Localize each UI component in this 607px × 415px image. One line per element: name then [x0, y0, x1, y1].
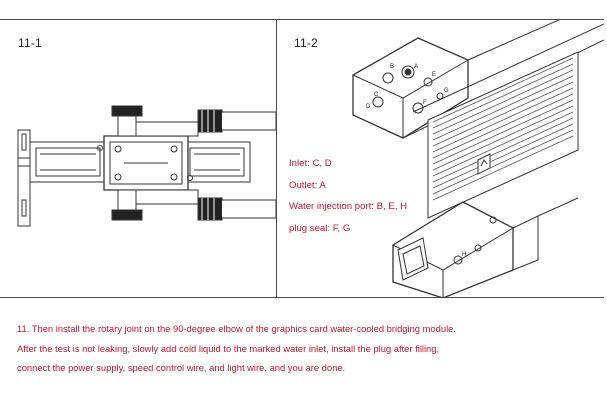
installation-instructions: 11. Then install the rotary joint on the…: [17, 319, 456, 378]
panel-label-11-1: 11-1: [18, 36, 42, 50]
port-letter-g: G: [444, 88, 449, 94]
instruction-line-3: connect the power supply, speed control …: [17, 362, 346, 374]
port-letter-a: A: [414, 64, 418, 70]
panel-label-11-2: 11-2: [294, 36, 318, 50]
diagram-rotary-joint-install: [17, 105, 276, 227]
legend-inlet: Inlet: C, D: [289, 158, 332, 169]
panel-divider: [276, 19, 278, 298]
port-letter-e: E: [432, 72, 436, 78]
port-letter-h: H: [462, 252, 466, 258]
legend-plug-seal: plug seal: F, G: [289, 222, 351, 234]
legend-outlet: Outlet: A: [289, 179, 326, 191]
instruction-line-2: After the test is not leaking, slowly ad…: [17, 342, 440, 354]
port-letter-d: D: [366, 104, 371, 110]
diagram-frame: [0, 19, 604, 298]
port-letter-b: B: [390, 64, 394, 70]
diagram-port-layout: A B C D E F G H: [352, 20, 604, 298]
port-letter-c: C: [374, 92, 379, 98]
port-letter-f: F: [423, 100, 427, 106]
port-legend: Inlet: C, D Outlet: A Water injection po…: [289, 153, 407, 239]
instruction-line-1: 11. Then install the rotary joint on the…: [17, 323, 456, 334]
legend-injection-port: Water injection port: B, E, H: [289, 201, 408, 212]
